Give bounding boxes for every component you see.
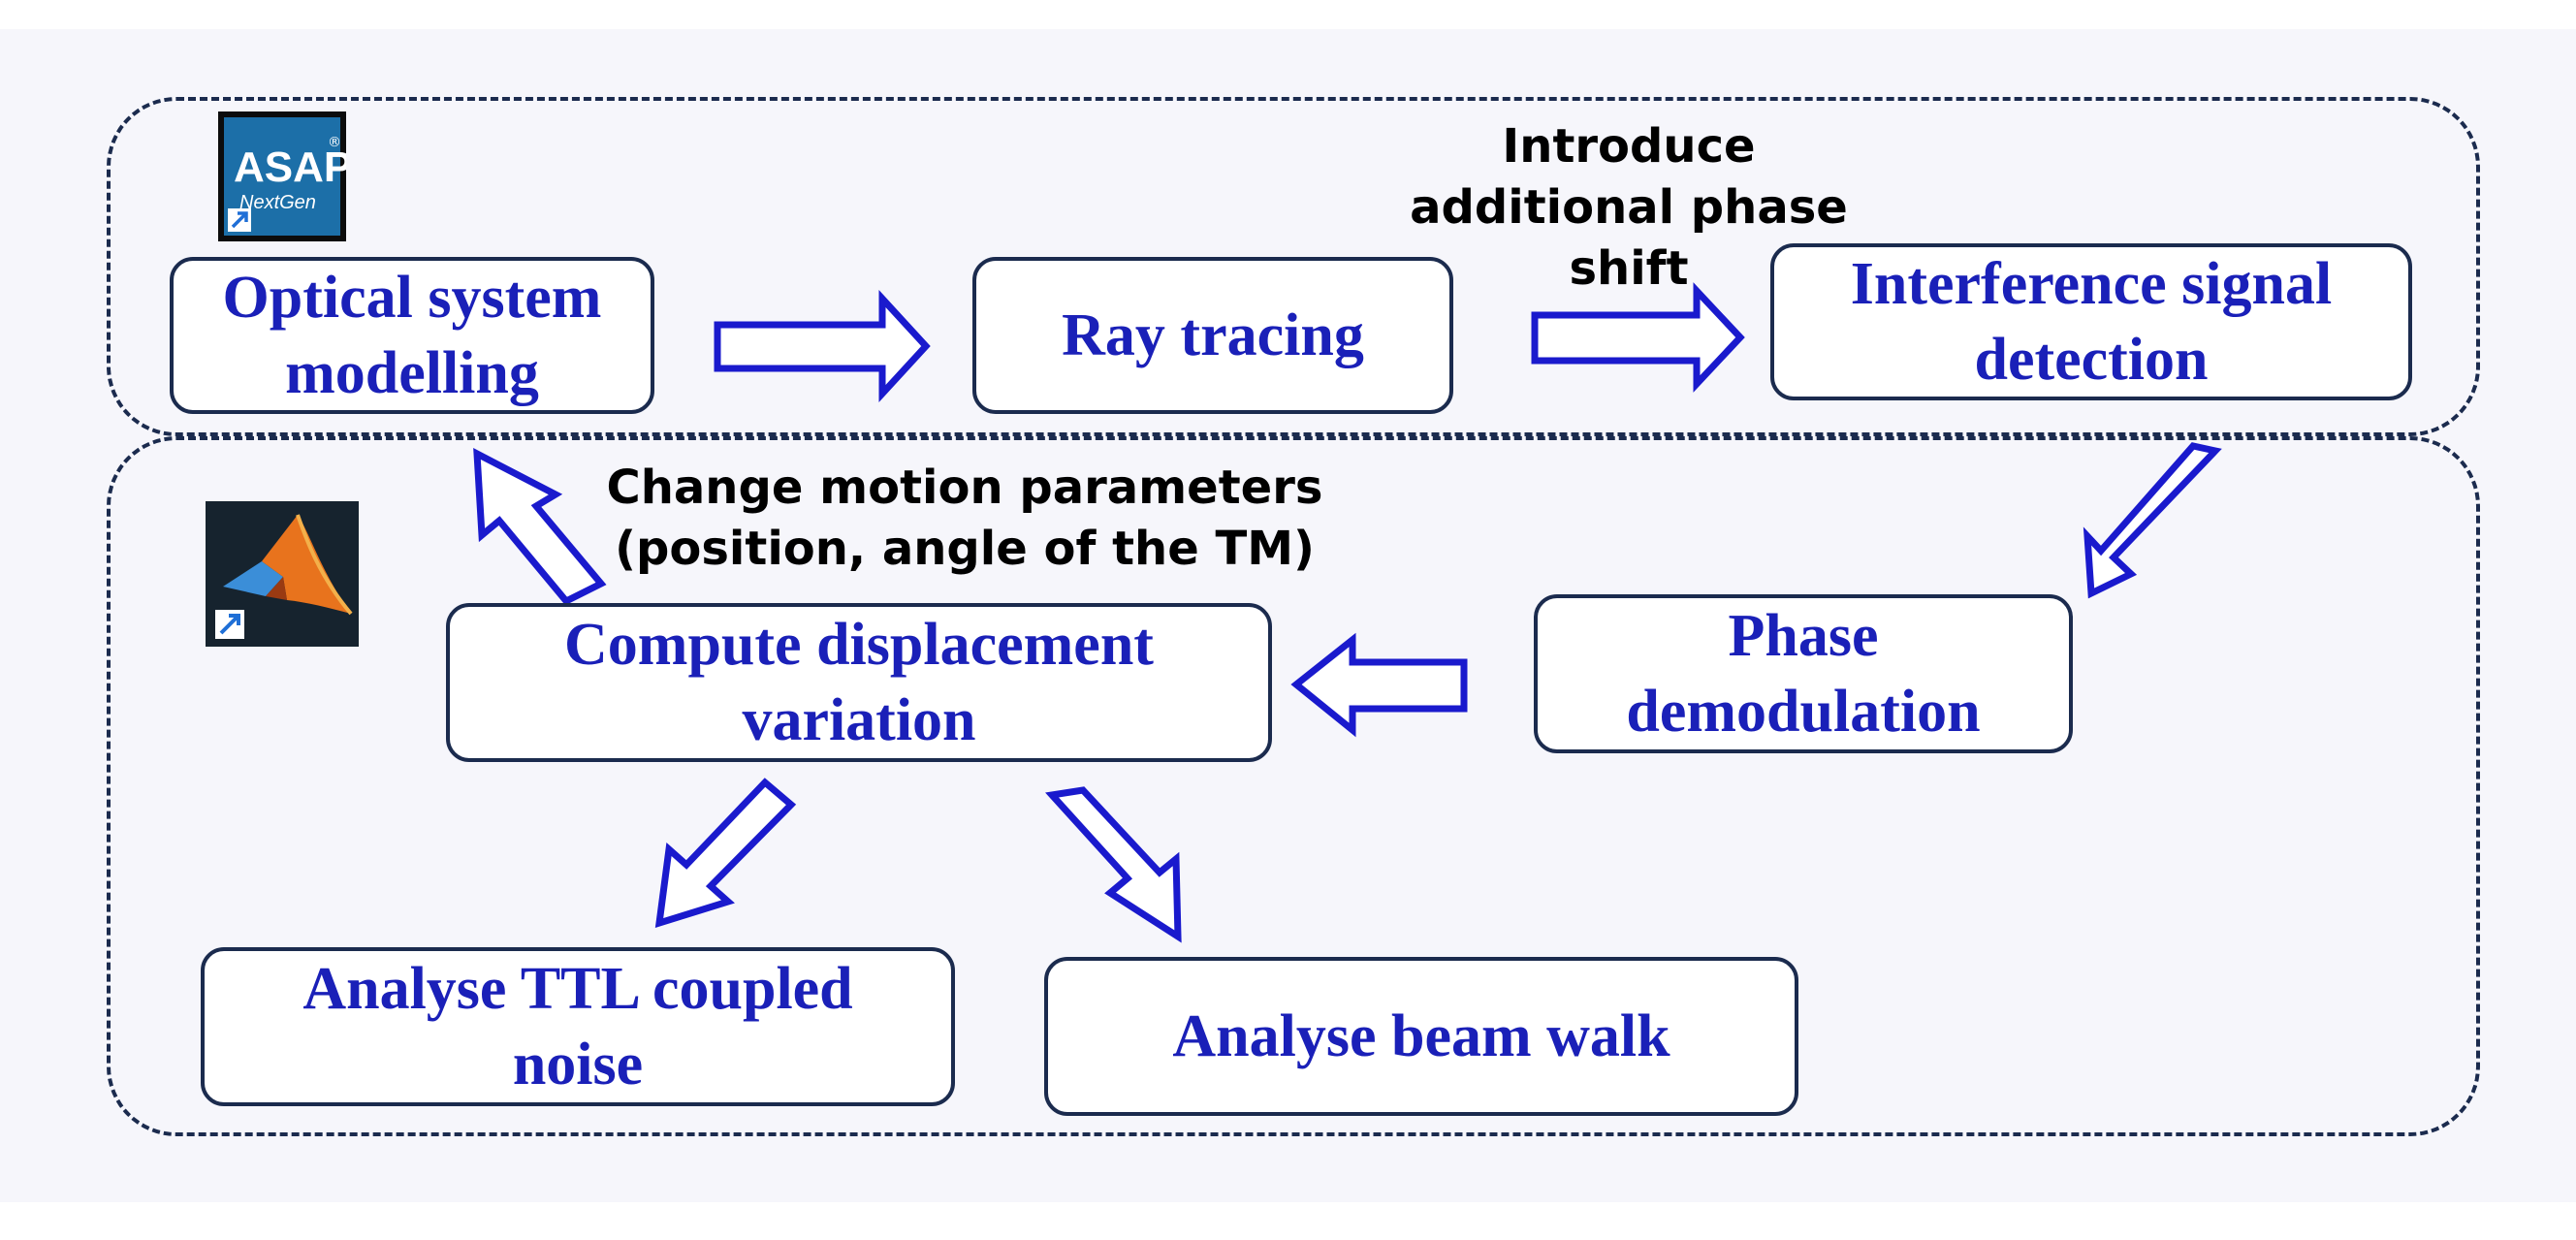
node-compute-displacement-variation: Compute displacement variation <box>446 603 1272 762</box>
asap-icon-sub: NextGen <box>239 192 316 213</box>
node-analyse-beam-walk: Analyse beam walk <box>1044 957 1798 1116</box>
arrow-phase-to-compute <box>1290 632 1468 738</box>
node-interference-signal-detection: Interference signal detection <box>1770 243 2412 400</box>
arrow-modelling-to-ray-tracing <box>714 290 931 402</box>
arrow-ray-tracing-to-interference <box>1531 282 1745 393</box>
asap-icon-registered: ® <box>328 135 341 150</box>
node-phase-demodulation: Phase demodulation <box>1534 594 2073 753</box>
asap-simulation-group <box>107 97 2480 436</box>
matlab-processing-group <box>107 436 2480 1136</box>
node-optical-system-modelling: Optical system modelling <box>170 257 654 414</box>
arrow-compute-to-ttl <box>654 778 797 928</box>
asap-nextgen-icon: ASAP ® NextGen <box>218 111 346 241</box>
arrow-compute-to-modelling <box>473 448 607 606</box>
arrow-interference-to-phase <box>2083 442 2222 599</box>
node-analyse-ttl-coupled-noise: Analyse TTL coupled noise <box>201 947 955 1106</box>
arrow-compute-to-beam-walk <box>1045 786 1182 943</box>
matlab-icon <box>206 501 359 647</box>
asap-icon-brand: ASAP <box>234 143 346 191</box>
note-change-motion-parameters: Change motion parameters (position, angl… <box>606 461 1323 576</box>
node-ray-tracing: Ray tracing <box>972 257 1453 414</box>
note-introduce-phase-shift: Introduce additional phase shift <box>1410 119 1848 296</box>
